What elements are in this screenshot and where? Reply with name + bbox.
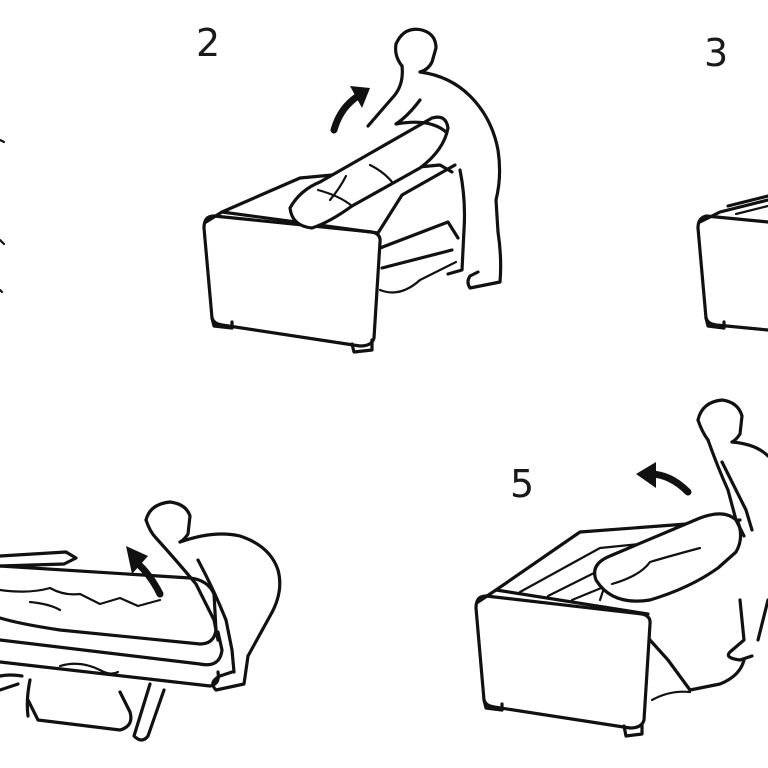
sofa-step-3 [696, 194, 768, 332]
folded-mattress-step-5 [593, 512, 743, 603]
step-2-illustration [202, 27, 503, 354]
lift-arrow-icon [126, 546, 164, 598]
person-step-4 [144, 500, 282, 692]
sofa-step-2 [202, 163, 460, 354]
person-step-2 [366, 27, 503, 290]
step-1-fragment [0, 138, 6, 294]
step-number-5: 5 [510, 462, 535, 506]
step-4-illustration [0, 500, 282, 742]
pull-arrow-icon [636, 462, 692, 496]
person-step-5 [696, 398, 768, 662]
lift-arrow-icon [330, 86, 370, 134]
unfolded-bed-step-4 [0, 550, 224, 742]
lifted-cushion-step-2 [288, 115, 450, 230]
step-5-illustration [474, 398, 768, 738]
step-number-3: 3 [704, 31, 729, 75]
step-3-illustration [696, 194, 768, 332]
step-number-2: 2 [196, 21, 221, 65]
